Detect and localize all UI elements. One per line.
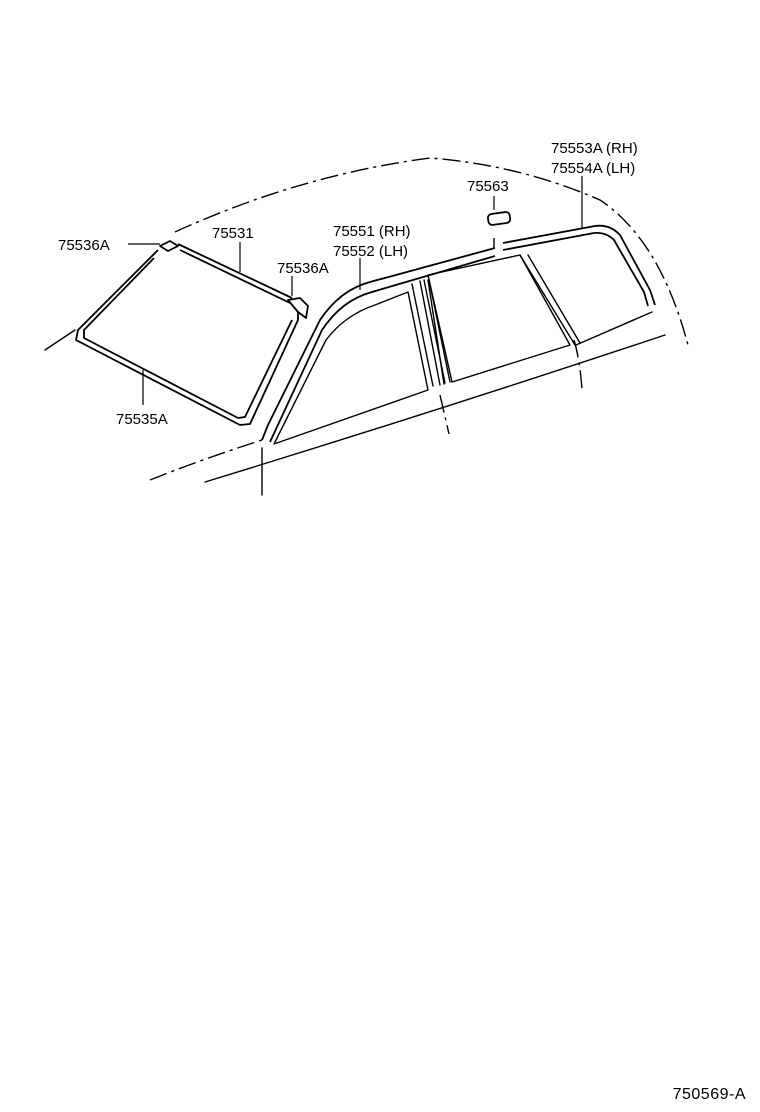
label-75552-lh: 75552 (LH): [333, 243, 408, 260]
windshield-corner-pieces: [159, 240, 309, 319]
label-75563: 75563: [467, 178, 509, 195]
clip-part: [487, 211, 512, 226]
label-75554a-lh: 75554A (LH): [551, 160, 635, 177]
windshield-molding: [75, 249, 299, 426]
label-75536a-upper: 75536A: [58, 237, 110, 254]
rear-window-molding: [427, 224, 656, 383]
roof-drip-molding: [177, 243, 293, 304]
diagram-reference-code: 750569-A: [672, 1086, 746, 1103]
label-75535a: 75535A: [116, 411, 168, 428]
leader-lines: [128, 176, 583, 405]
part-labels: 75536A 75531 75536A 75535A 75551 (RH) 75…: [58, 140, 638, 428]
car-body-outline: [44, 157, 689, 496]
front-door-frame: [261, 247, 496, 445]
label-75531: 75531: [212, 225, 254, 242]
label-75536a-lower: 75536A: [277, 260, 329, 277]
label-75551-rh: 75551 (RH): [333, 223, 411, 240]
label-75553a-rh: 75553A (RH): [551, 140, 638, 157]
